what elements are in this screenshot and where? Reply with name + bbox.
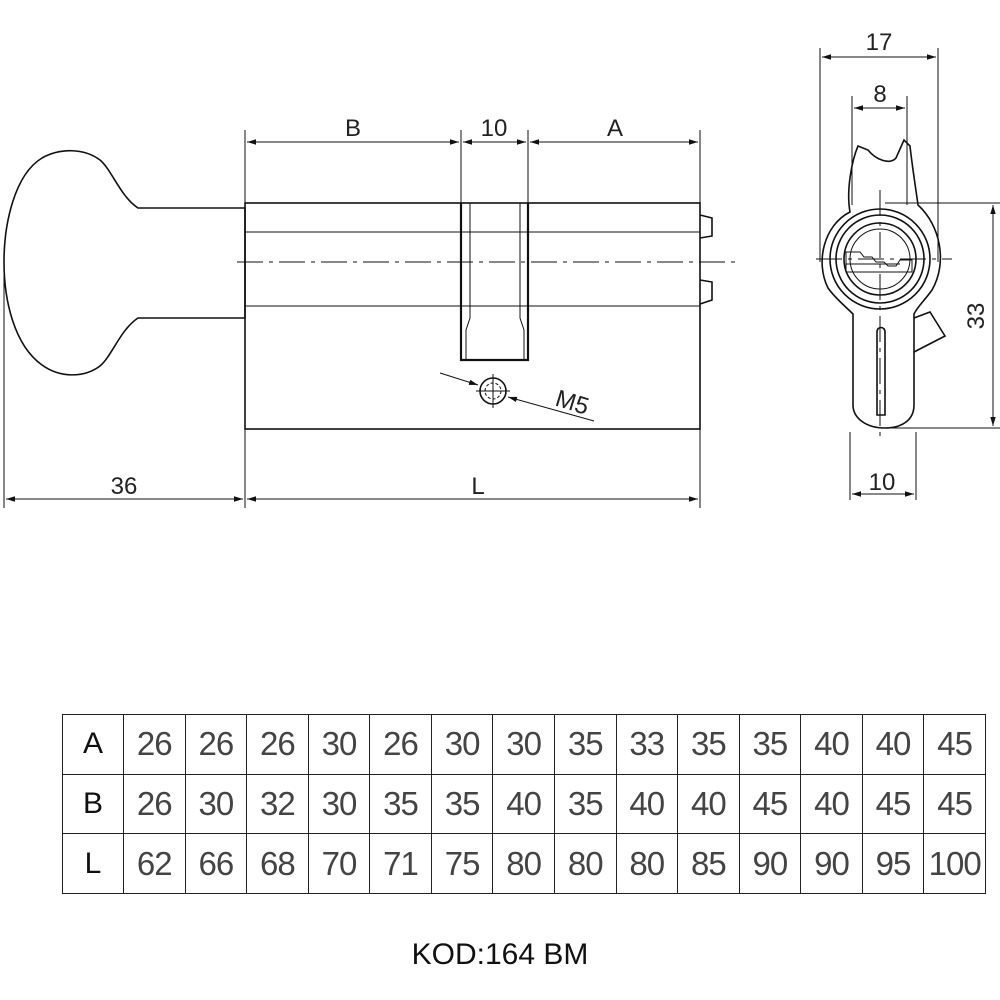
dim-label-knob: 36	[111, 473, 138, 500]
cam-slot	[459, 203, 530, 362]
table-cell: 40	[861, 714, 925, 775]
table-cell: 35	[430, 773, 494, 835]
row-header: A	[62, 714, 124, 775]
table-cell: 95	[861, 833, 925, 894]
screw-hole-m5	[439, 372, 595, 422]
table-cell: 45	[923, 773, 986, 835]
table-cell: 80	[615, 833, 679, 894]
table-cell: 30	[184, 773, 248, 835]
end-view: 17 8 10 33	[816, 29, 1000, 500]
dim-label-bottom: 10	[869, 469, 896, 496]
table-cell: 35	[738, 714, 802, 775]
table-cell: 90	[738, 833, 802, 894]
keyway	[845, 251, 913, 273]
table-cell: 30	[307, 773, 371, 835]
table-cell: 26	[123, 714, 186, 775]
product-code: KOD:164 BM	[411, 938, 589, 971]
dim-label-gap: 10	[481, 115, 508, 142]
dim-label-height: 33	[963, 303, 990, 330]
table-cell: 26	[123, 773, 186, 835]
table-cell: 30	[430, 714, 494, 775]
table-cell: 26	[184, 714, 248, 775]
table-cell: 40	[677, 773, 740, 835]
table-cell: 32	[246, 773, 309, 835]
cylinder-body	[244, 202, 701, 430]
row-header: B	[62, 773, 124, 835]
table-cell: 62	[123, 833, 186, 894]
table-cell: 26	[246, 714, 309, 775]
table-cell: 30	[307, 714, 371, 775]
table-cell: 40	[800, 773, 863, 835]
table-cell: 35	[369, 773, 432, 835]
table-cell: 68	[246, 833, 309, 894]
table-cell: 100	[923, 833, 986, 894]
dim-label-thread: M5	[552, 385, 592, 421]
table-cell: 85	[677, 833, 740, 894]
dim-label-width: 17	[866, 29, 893, 56]
dim-label-a: A	[607, 115, 623, 142]
table-cell: 70	[307, 833, 371, 894]
table-cell: 30	[492, 714, 555, 775]
table-cell: 45	[923, 714, 986, 775]
table-cell: 40	[615, 773, 679, 835]
table-cell: 80	[492, 833, 555, 894]
table-cell: 35	[553, 773, 617, 835]
table-cell: 40	[800, 714, 863, 775]
table-cell: 45	[861, 773, 925, 835]
table-cell: 26	[369, 714, 432, 775]
dim-label-b: B	[345, 115, 361, 142]
end-profile	[821, 138, 942, 429]
table-cell: 66	[184, 833, 248, 894]
dim-label-l: L	[471, 473, 484, 500]
dim-label-inner: 8	[873, 81, 886, 108]
table-cell: 71	[369, 833, 432, 894]
technical-drawing: B 10 A 36 L M5	[3, 29, 1000, 508]
table-cell: 35	[677, 714, 740, 775]
row-header: L	[62, 833, 124, 894]
table-cell: 75	[430, 833, 494, 894]
thumb-knob	[3, 149, 246, 376]
side-view: B 10 A 36 L M5	[3, 115, 735, 508]
table-cell: 45	[738, 773, 802, 835]
table-cell: 90	[800, 833, 863, 894]
table-cell: 40	[492, 773, 555, 835]
table-cell: 35	[553, 714, 617, 775]
table-cell: 80	[553, 833, 617, 894]
table-cell: 33	[615, 714, 679, 775]
